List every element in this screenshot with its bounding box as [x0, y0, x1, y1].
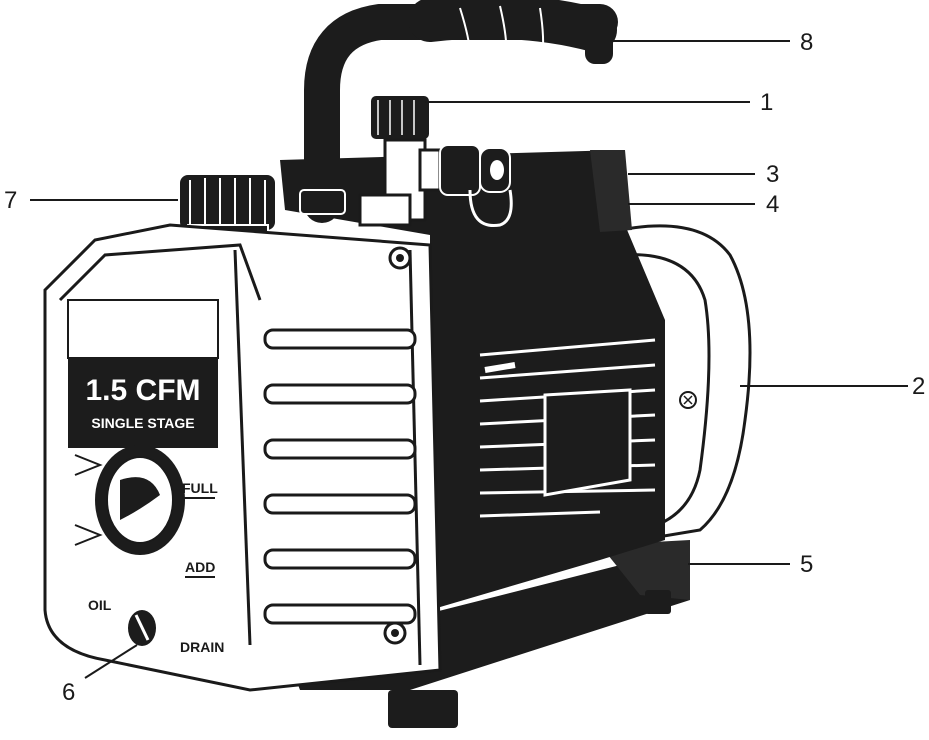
callout-1: 1	[760, 89, 773, 116]
drain-label: DRAIN	[180, 639, 224, 655]
model-text: 1.5 CFM	[85, 374, 200, 407]
callout-6: 6	[62, 679, 75, 706]
full-mark: FULL	[182, 480, 218, 496]
oil-label: OIL	[88, 597, 112, 613]
intake-fittings	[358, 94, 513, 228]
motor-housing	[430, 225, 665, 610]
callout-2: 2	[912, 373, 925, 400]
oil-drain: OIL DRAIN	[88, 597, 224, 655]
callout-8: 8	[800, 29, 813, 56]
callouts: 8 1 3 4 2 5 7 6	[4, 29, 925, 706]
model-label: 1.5 CFM SINGLE STAGE	[67, 299, 219, 448]
pump-housing	[43, 223, 442, 692]
callout-5: 5	[800, 551, 813, 578]
carry-handle	[299, 0, 618, 223]
add-mark: ADD	[185, 559, 215, 575]
stage-text: SINGLE STAGE	[91, 415, 194, 431]
callout-4: 4	[766, 191, 779, 218]
callout-3: 3	[766, 161, 779, 188]
oil-sight-glass: FULL ADD	[74, 445, 218, 578]
callout-7: 7	[4, 187, 17, 214]
